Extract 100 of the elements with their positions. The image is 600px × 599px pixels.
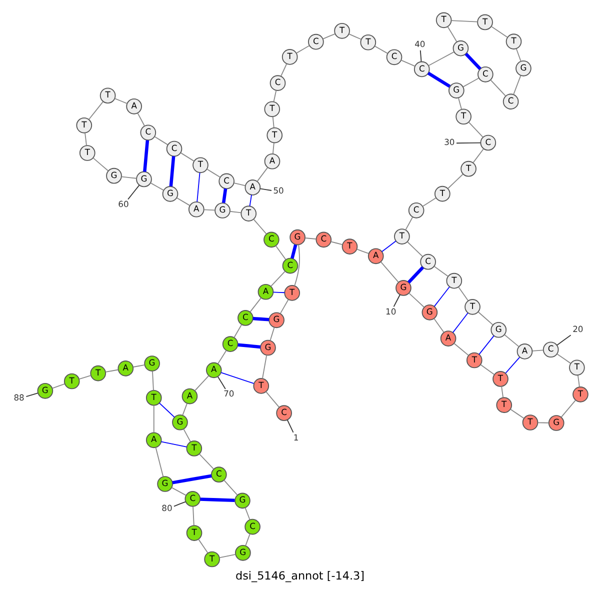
connector (468, 122, 484, 138)
node-circle: T (79, 145, 96, 161)
connector (52, 383, 66, 389)
node-circle: T (204, 551, 220, 568)
node-circle: T (496, 397, 512, 413)
connector (560, 400, 576, 418)
node-circle: G (548, 415, 564, 431)
connector (400, 60, 416, 67)
connector (405, 216, 413, 230)
node-circle: T (466, 352, 482, 368)
connector (478, 335, 494, 355)
connector (26, 392, 38, 398)
connector (374, 46, 388, 54)
connector (464, 52, 482, 70)
node-text: 30 (444, 137, 455, 148)
connector (198, 454, 214, 470)
node-circle: T (394, 228, 410, 244)
connector (322, 33, 336, 40)
connector (393, 294, 400, 308)
node-circle: G (422, 304, 438, 320)
node-circle: C (238, 310, 254, 326)
connector (458, 286, 469, 302)
connector (192, 506, 194, 526)
connector (234, 324, 242, 338)
connector (458, 98, 462, 110)
node-text: 1 (293, 432, 299, 442)
node-circle: T (264, 101, 280, 118)
connector (218, 376, 226, 390)
node-circle: T (186, 440, 202, 456)
connector (252, 316, 270, 322)
connector (121, 176, 137, 179)
node-circle: C (316, 232, 332, 248)
connector (154, 136, 168, 146)
connector (229, 210, 242, 214)
node-circle: T (282, 49, 298, 65)
node-circle: T (456, 108, 472, 125)
node-circle: C (542, 342, 559, 358)
connector (452, 312, 468, 333)
connector (250, 297, 262, 312)
node-circle: A (126, 98, 142, 114)
node-circle: T (76, 118, 92, 134)
connector (504, 334, 520, 348)
connector (272, 116, 274, 128)
connector (577, 374, 580, 388)
node-circle: T (522, 414, 538, 430)
connector (238, 343, 260, 349)
connector (176, 197, 190, 206)
connector (266, 391, 280, 408)
connector (256, 166, 268, 182)
node-circle: T (460, 160, 476, 177)
connector (422, 198, 436, 207)
node-circle: A (368, 248, 384, 264)
node-circle: C (420, 254, 436, 270)
node-text: 70 (224, 388, 234, 399)
node-circle: C (218, 173, 234, 190)
node-circle: T (186, 525, 202, 541)
connector (513, 74, 522, 95)
node-circle: T (434, 186, 450, 202)
node-circle: T (342, 238, 358, 254)
connector (204, 209, 216, 211)
connector (280, 299, 289, 314)
caption: dsi_5146_annot [-14.3] (235, 569, 365, 582)
node-circle: C (308, 34, 324, 50)
node-circle: T (64, 373, 80, 390)
connector (356, 248, 370, 254)
connector (260, 188, 272, 191)
connector (272, 292, 286, 294)
connector (128, 184, 140, 200)
connector (150, 182, 164, 191)
node-circle: G (452, 40, 469, 56)
node-circle: T (477, 14, 493, 30)
node-circle: G (172, 414, 188, 430)
connector (516, 48, 522, 62)
connector (132, 364, 146, 368)
connector (273, 90, 277, 102)
connector (472, 148, 484, 164)
node-text: 10 (386, 306, 396, 316)
node-circle: T (146, 390, 162, 406)
connector (220, 372, 254, 384)
connector (160, 441, 188, 448)
connector (219, 554, 236, 558)
node-circle: A (264, 153, 280, 170)
node-circle: G (106, 168, 122, 184)
node-circle: C (414, 61, 430, 78)
connector (249, 194, 252, 207)
connector (450, 20, 478, 22)
node-circle: G (234, 492, 250, 509)
connector (434, 286, 450, 307)
node-circle: T (572, 386, 588, 402)
connector (532, 350, 544, 352)
connector (137, 112, 146, 126)
node-circle: A (244, 180, 261, 196)
connector (234, 182, 246, 186)
node-text: 50 (273, 186, 284, 196)
connector (537, 422, 550, 424)
node-circle: G (37, 383, 54, 399)
connector (505, 356, 520, 374)
node-circle: T (240, 206, 257, 222)
connector (456, 142, 482, 144)
node-circle: A (182, 388, 198, 404)
